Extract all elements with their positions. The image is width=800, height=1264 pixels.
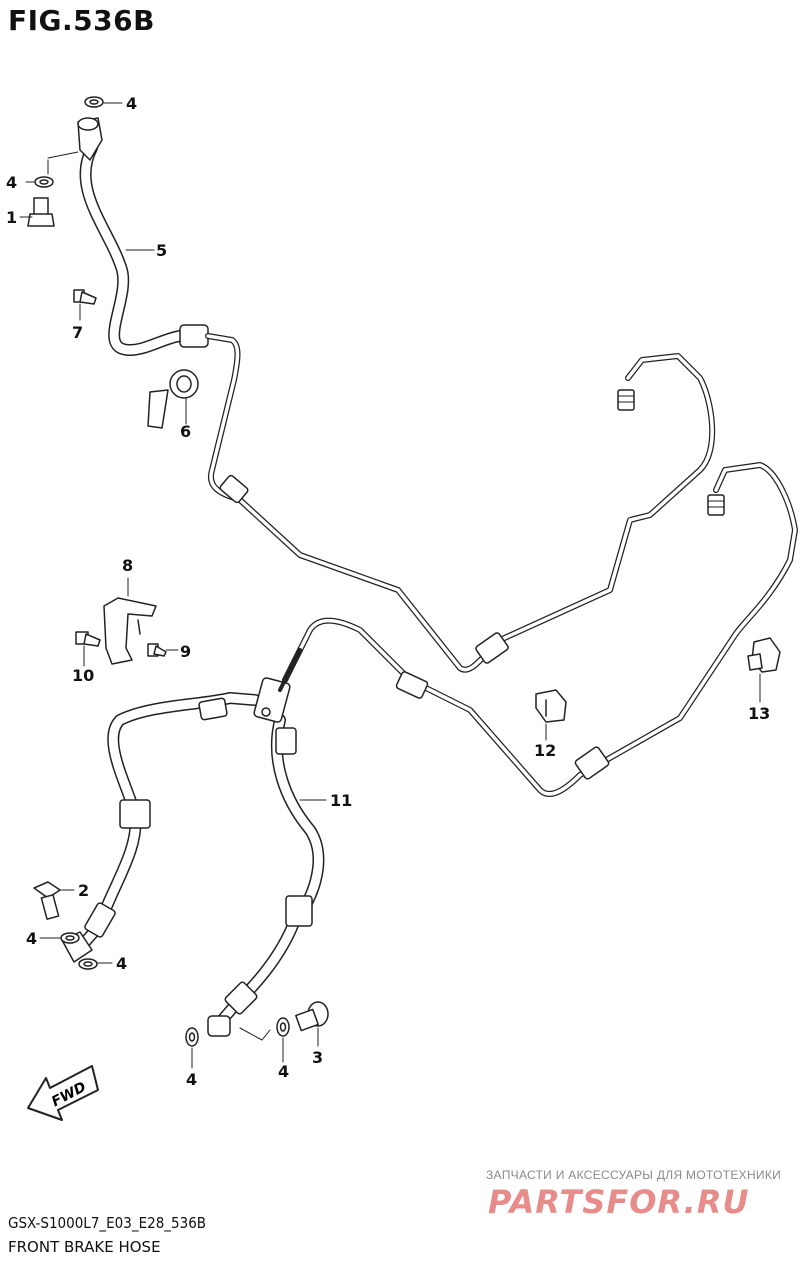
callout-1: 1 <box>6 208 18 227</box>
callout-7: 7 <box>72 323 84 342</box>
diagram-code: GSX-S1000L7_E03_E28_536B <box>8 1214 207 1232</box>
bracket-8 <box>103 597 157 665</box>
callout-4-bottom-b: 4 <box>278 1062 290 1081</box>
callout-4-bottom-a: 4 <box>186 1070 198 1089</box>
fwd-arrow-icon <box>27 1065 99 1121</box>
figure-title: FIG.536B <box>8 4 155 37</box>
hose-11 <box>61 648 325 1037</box>
leader-lines <box>19 102 761 1069</box>
brake-pipe-lower <box>282 462 798 797</box>
callout-10: 10 <box>72 666 95 685</box>
callout-3: 3 <box>312 1048 324 1067</box>
callout-4-low-right: 4 <box>116 954 128 973</box>
diagram-caption: FRONT BRAKE HOSE <box>8 1238 161 1256</box>
callout-6: 6 <box>180 422 192 441</box>
bolts <box>27 197 329 1032</box>
clamp-12 <box>535 689 567 723</box>
callout-8: 8 <box>122 556 134 575</box>
watermark-logo: PARTSFOR.RU <box>488 1183 750 1221</box>
callout-9: 9 <box>180 642 192 661</box>
washers <box>34 96 290 1047</box>
callout-2: 2 <box>78 881 90 900</box>
callout-11: 11 <box>330 791 353 810</box>
callout-12: 12 <box>534 741 557 760</box>
brake-pipe-upper <box>205 333 716 673</box>
callout-5: 5 <box>156 241 168 260</box>
callout-4-low-left: 4 <box>26 929 38 948</box>
clamp-13 <box>747 637 781 673</box>
callout-4-top: 4 <box>126 94 138 113</box>
callout-13: 13 <box>748 704 771 723</box>
watermark-tagline: ЗАПЧАСТИ И АКСЕССУАРЫ ДЛЯ МОТОТЕХНИКИ <box>486 1168 782 1182</box>
clamp-6 <box>147 369 199 429</box>
callout-4-left: 4 <box>6 173 18 192</box>
hose-5 <box>77 117 209 356</box>
